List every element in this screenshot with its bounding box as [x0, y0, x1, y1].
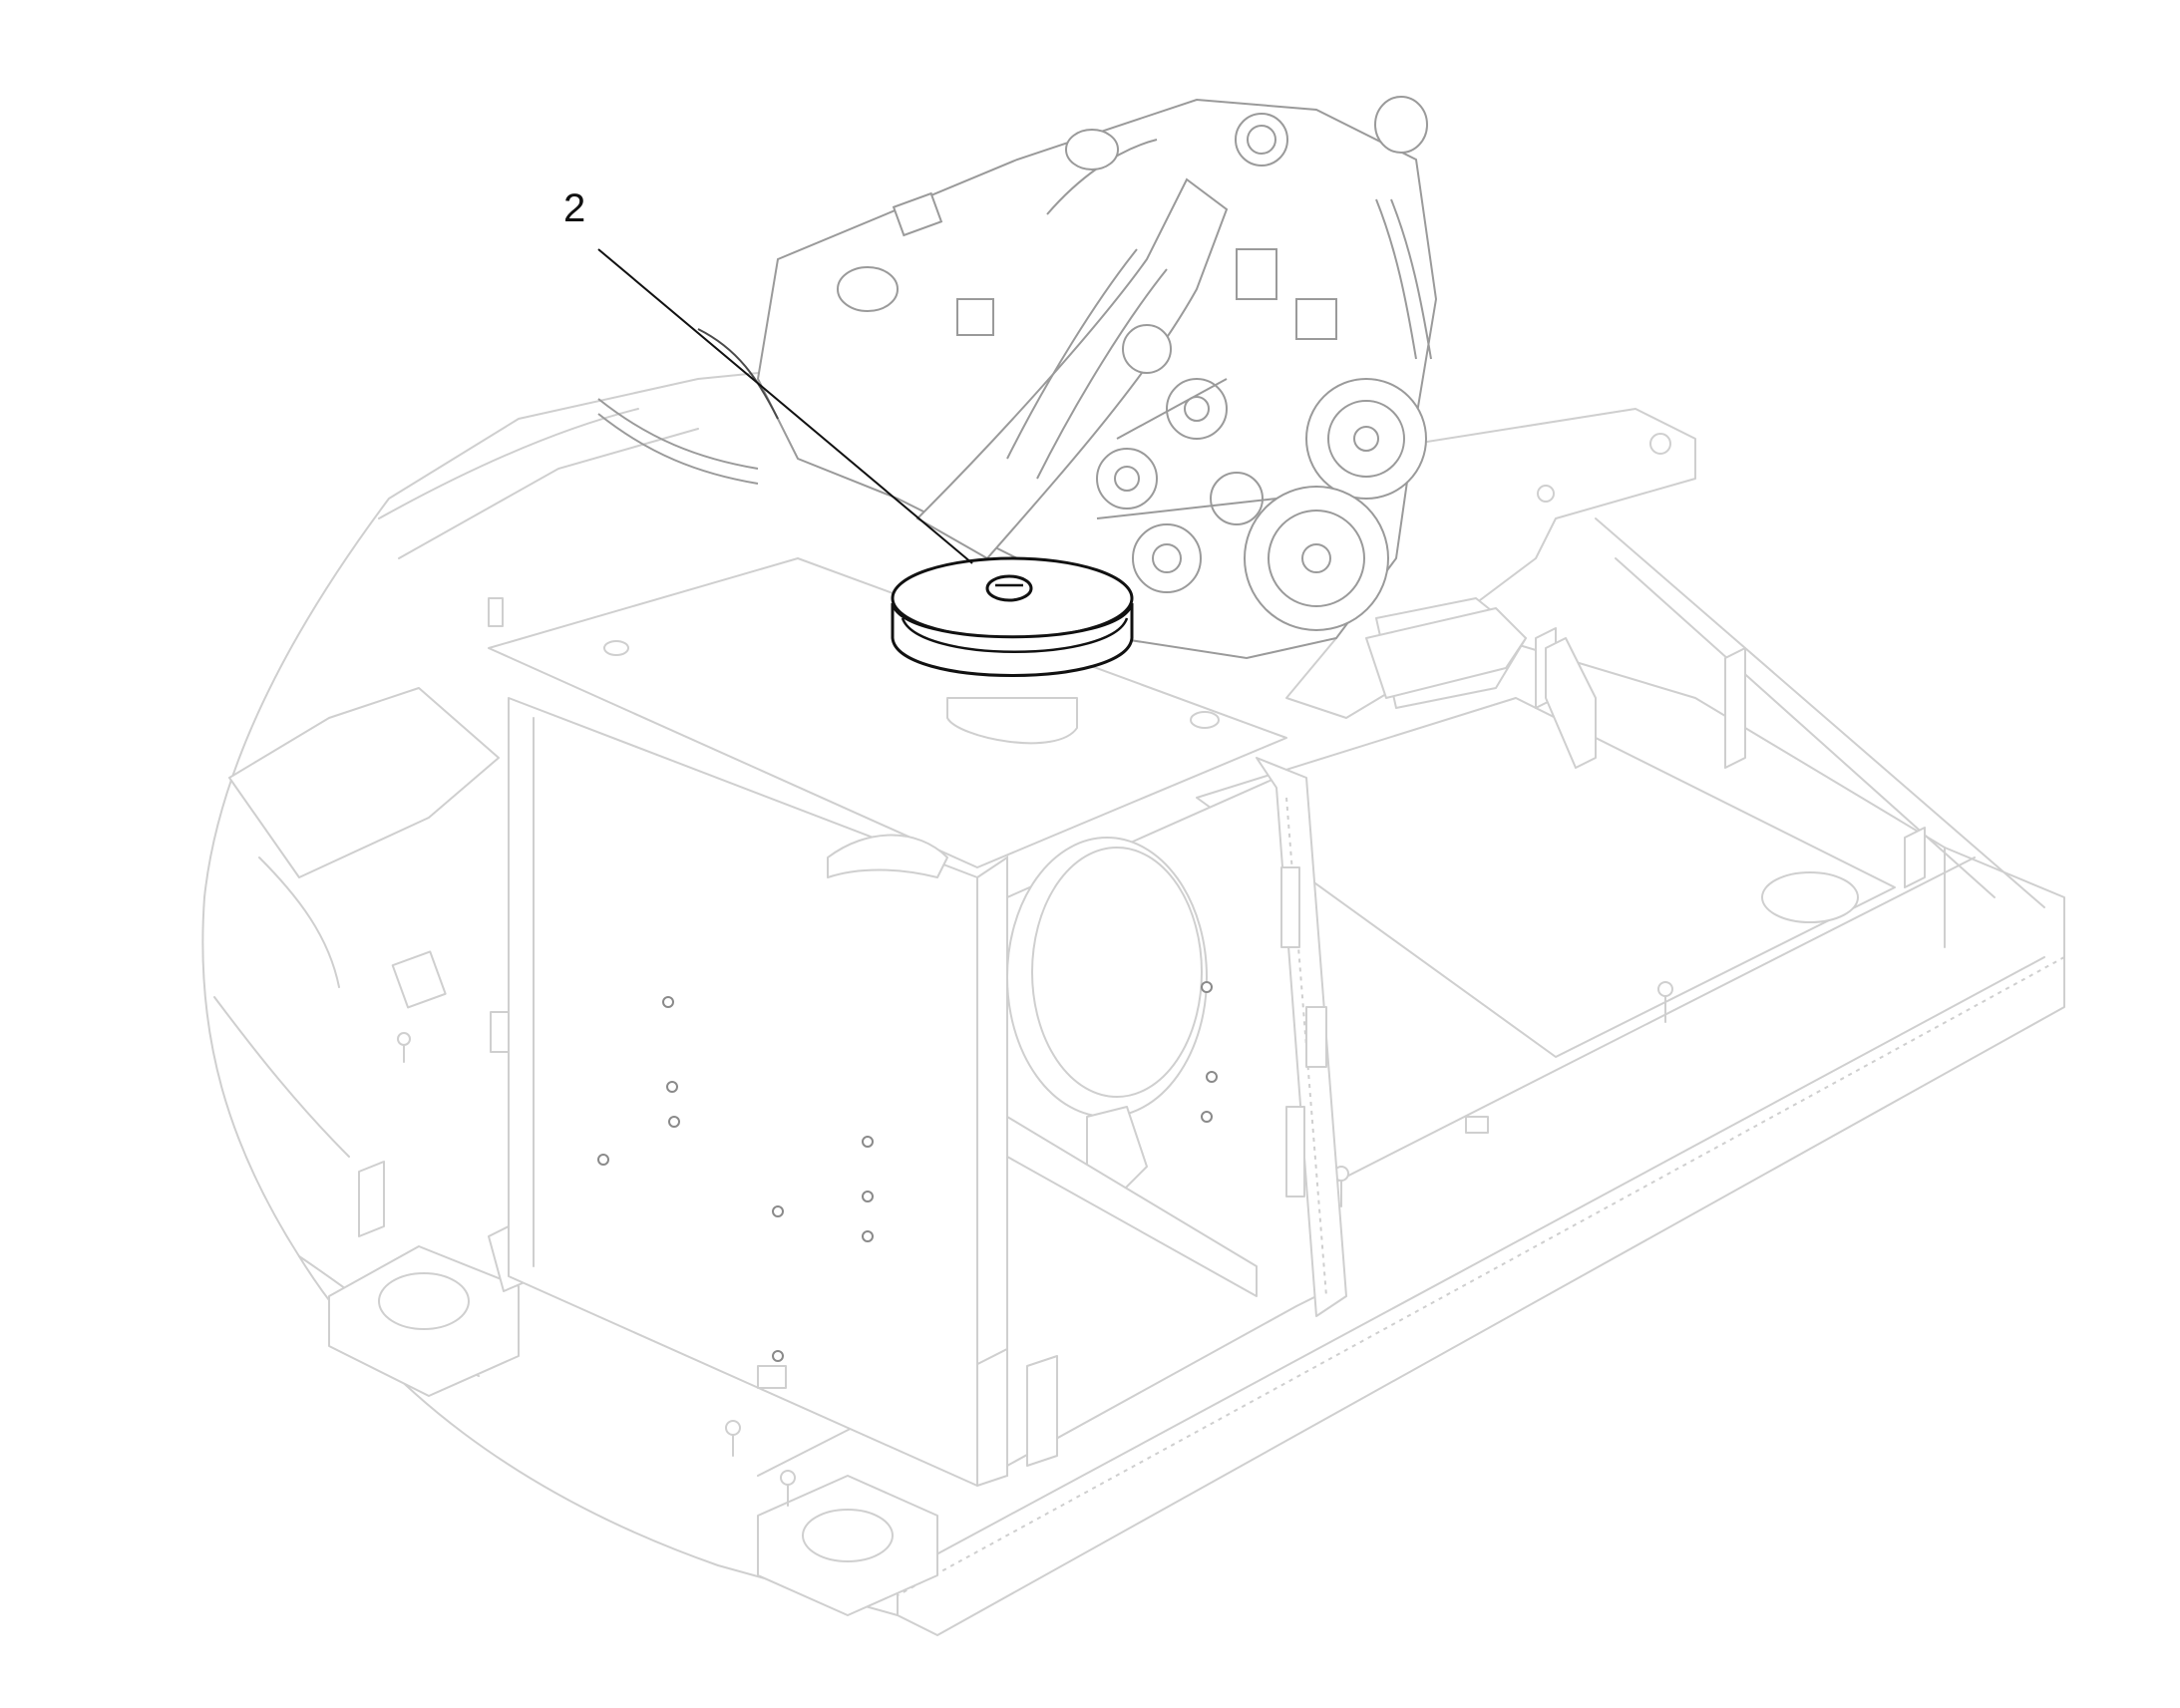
callout-2-leader	[597, 248, 973, 564]
callout-2: 2	[563, 186, 973, 564]
engine-mount-bracket	[1365, 607, 1597, 769]
mounting-feet	[328, 950, 938, 1616]
engine-assembly	[597, 96, 1438, 660]
radiator-box	[488, 557, 1347, 1487]
filler-cap-part	[891, 556, 1134, 745]
callout-2-label: 2	[563, 186, 585, 230]
floor-plate	[1196, 627, 1926, 1207]
